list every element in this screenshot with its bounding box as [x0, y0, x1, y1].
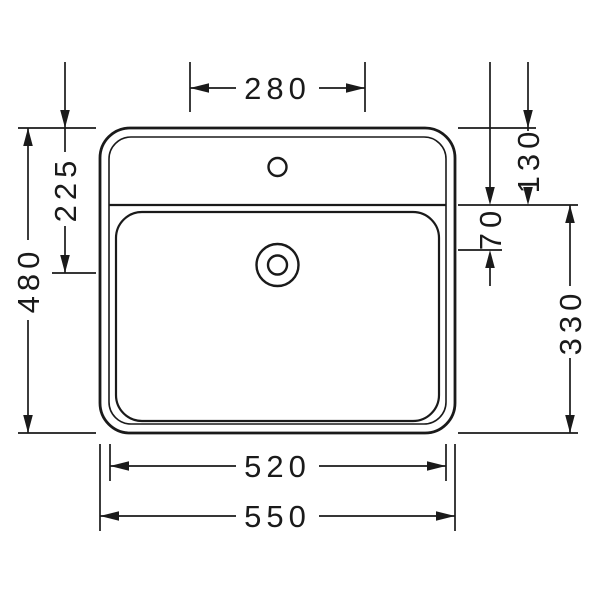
arrowhead-down — [523, 187, 533, 205]
arrowhead-up — [565, 205, 575, 223]
dim-label-bottom-overall: 550 — [244, 499, 311, 534]
arrowhead-right — [427, 461, 446, 471]
arrowhead-left — [100, 511, 119, 521]
arrowhead-up — [485, 250, 495, 268]
arrowhead-left — [190, 83, 209, 93]
dim-bottom-width-inner: 520 — [110, 449, 446, 484]
dim-label-right-lower: 330 — [553, 289, 588, 356]
basin — [98, 126, 457, 435]
arrowhead-down — [60, 110, 70, 128]
dim-label-top-width: 280 — [244, 71, 311, 106]
dim-left-depth-overall: 480 — [11, 128, 46, 433]
arrowhead-down — [485, 187, 495, 205]
dim-bottom-width-overall: 550 — [100, 499, 455, 534]
faucet-hole — [267, 156, 288, 178]
basin-rim-inner-edge — [108, 136, 447, 425]
dim-label-left-overall: 480 — [11, 247, 46, 314]
dim-right-depth-top: 130 — [511, 62, 546, 205]
dim-label-right-top: 130 — [511, 127, 546, 194]
dim-label-right-mid: 70 — [473, 206, 508, 250]
arrowhead-right — [346, 83, 365, 93]
basin-bowl-edge — [114, 210, 441, 423]
dim-label-bottom-inner: 520 — [244, 449, 311, 484]
dim-top-width: 280 — [190, 71, 365, 106]
drain — [255, 242, 300, 288]
arrowhead-down — [523, 110, 533, 128]
drain-inner-circle — [266, 254, 289, 276]
dim-left-depth-upper: 225 — [48, 62, 83, 273]
arrowhead-left — [110, 461, 129, 471]
dim-label-left-upper: 225 — [48, 156, 83, 223]
arrowhead-down — [60, 255, 70, 273]
dim-right-depth-lower: 330 — [553, 205, 588, 433]
arrowhead-right — [436, 511, 455, 521]
arrowhead-up — [23, 128, 33, 146]
arrowhead-down — [23, 415, 33, 433]
dim-right-depth-mid: 70 — [473, 62, 508, 286]
arrowhead-down — [565, 415, 575, 433]
